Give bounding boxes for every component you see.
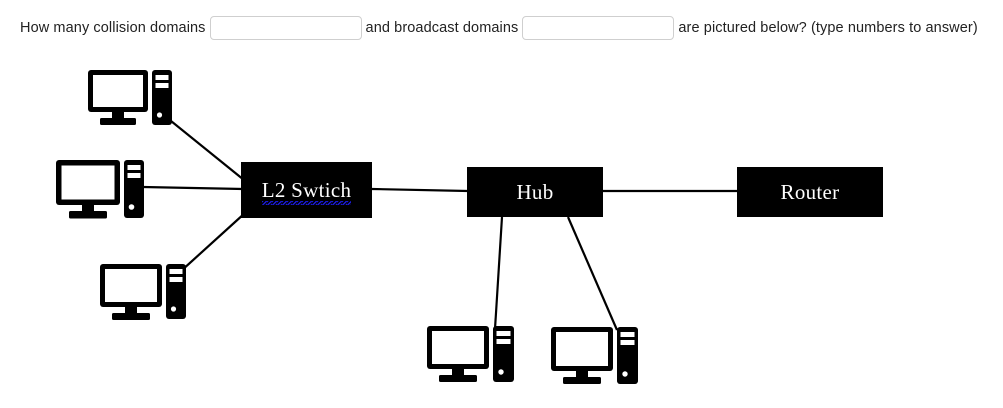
broadcast-domains-input[interactable] <box>522 16 675 40</box>
link-switch-to-hub <box>371 187 469 193</box>
node-hub[interactable]: Hub <box>467 167 603 217</box>
question-text-part3: are pictured below? (type numbers to ans… <box>678 20 978 36</box>
endpoint-pc-hub-left[interactable] <box>427 326 515 384</box>
node-router[interactable]: Router <box>737 167 883 217</box>
link-pc-top-left-to-switch <box>170 120 245 181</box>
question-row: How many collision domains and broadcast… <box>0 0 1003 56</box>
node-l2-switch[interactable]: L2 Swtich <box>241 162 372 218</box>
collision-domains-input[interactable] <box>209 16 362 40</box>
node-hub-label: Hub <box>516 179 554 204</box>
desktop-computer-icon <box>551 327 638 384</box>
link-pc-mid-left-to-switch <box>142 185 244 191</box>
question-text-part2: and broadcast domains <box>365 20 519 36</box>
desktop-computer-icon <box>100 264 186 320</box>
link-hub-to-pc-hub-left <box>493 216 504 330</box>
endpoint-pc-hub-right[interactable] <box>551 327 639 387</box>
question-text-part1: How many collision domains <box>20 20 206 36</box>
endpoint-pc-top-left[interactable] <box>88 70 172 128</box>
node-l2-switch-label: L2 Swtich <box>261 177 352 206</box>
endpoint-pc-mid-left[interactable] <box>56 160 144 222</box>
desktop-computer-icon <box>88 70 172 125</box>
desktop-computer-icon <box>56 160 144 219</box>
desktop-computer-icon <box>427 326 514 382</box>
link-hub-to-pc-hub-right <box>566 216 619 331</box>
endpoint-pc-bottom-left[interactable] <box>100 264 186 322</box>
node-router-label: Router <box>780 179 840 204</box>
